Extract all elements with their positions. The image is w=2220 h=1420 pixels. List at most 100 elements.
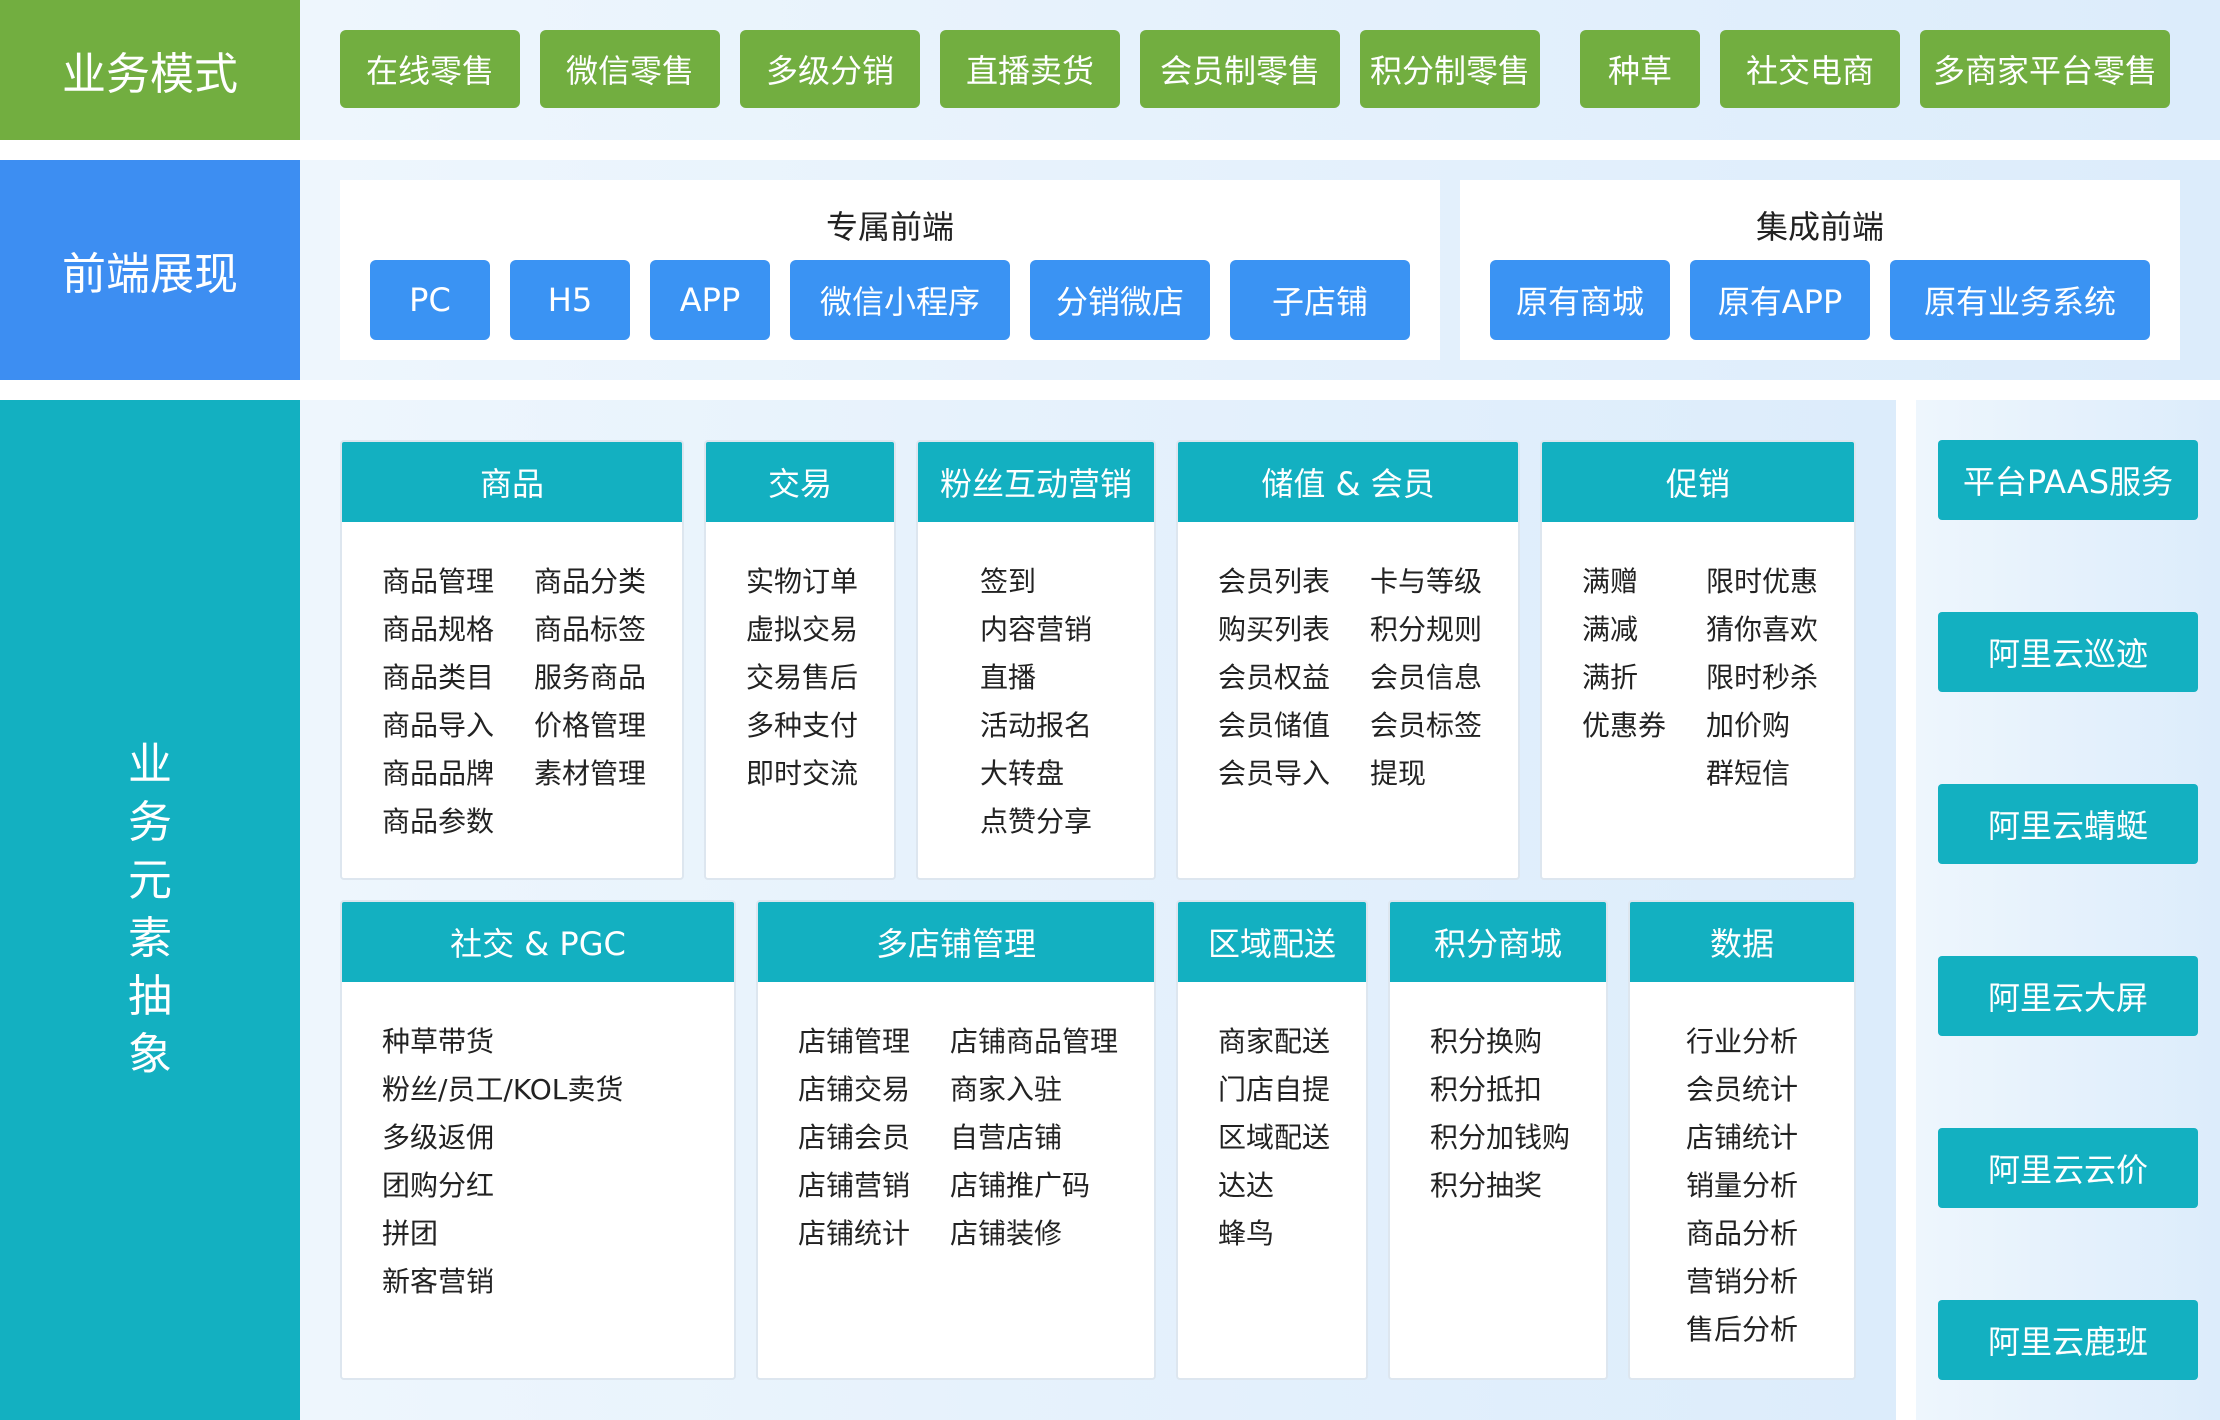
module-item-column: 签到内容营销直播活动报名大转盘点赞分享 — [980, 558, 1092, 846]
business-mode-button: 社交电商 — [1720, 30, 1900, 108]
module-card: 区域配送商家配送门店自提区域配送达达蜂鸟 — [1176, 900, 1368, 1380]
row-label-char: 元 — [128, 852, 172, 910]
module-item: 拼团 — [382, 1210, 623, 1258]
module-item-column: 店铺管理店铺交易店铺会员店铺营销店铺统计 — [798, 1018, 910, 1258]
module-item-column: 卡与等级积分规则会员信息会员标签提现 — [1370, 558, 1482, 798]
row-label-char: 务 — [128, 794, 172, 852]
business-mode-button: 在线零售 — [340, 30, 520, 108]
module-item: 价格管理 — [534, 702, 646, 750]
module-item: 会员导入 — [1218, 750, 1330, 798]
module-item: 团购分红 — [382, 1162, 623, 1210]
module-item: 即时交流 — [746, 750, 858, 798]
paas-service-button: 阿里云巡迹 — [1938, 612, 2198, 692]
row-label-frontend: 前端展现 — [0, 160, 300, 380]
paas-service-button: 阿里云云价 — [1938, 1128, 2198, 1208]
module-card-title: 数据 — [1630, 902, 1854, 982]
module-item: 商品品牌 — [382, 750, 494, 798]
module-item: 积分规则 — [1370, 606, 1482, 654]
module-card-title: 交易 — [706, 442, 894, 522]
module-item: 限时优惠 — [1706, 558, 1818, 606]
module-item: 商品导入 — [382, 702, 494, 750]
paas-band — [1916, 400, 2220, 1420]
integrated-frontend-button: 原有APP — [1690, 260, 1870, 340]
row-label-text: 业务模式 — [62, 38, 238, 102]
module-card-title: 社交 & PGC — [342, 902, 734, 982]
module-card: 商品商品管理商品规格商品类目商品导入商品品牌商品参数商品分类商品标签服务商品价格… — [340, 440, 684, 880]
paas-service-button: 阿里云鹿班 — [1938, 1300, 2198, 1380]
module-item: 服务商品 — [534, 654, 646, 702]
row-label-business-mode: 业务模式 — [0, 0, 300, 140]
module-item: 虚拟交易 — [746, 606, 858, 654]
module-item: 商品标签 — [534, 606, 646, 654]
module-item: 满赠 — [1582, 558, 1666, 606]
module-item: 大转盘 — [980, 750, 1092, 798]
module-card-title: 储值 & 会员 — [1178, 442, 1518, 522]
module-card: 多店铺管理店铺管理店铺交易店铺会员店铺营销店铺统计店铺商品管理商家入驻自营店铺店… — [756, 900, 1156, 1380]
exclusive-frontend-button: PC — [370, 260, 490, 340]
module-item: 商家配送 — [1218, 1018, 1330, 1066]
module-card: 交易实物订单虚拟交易交易售后多种支付即时交流 — [704, 440, 896, 880]
exclusive-frontend-button: APP — [650, 260, 770, 340]
module-item: 会员储值 — [1218, 702, 1330, 750]
module-item: 达达 — [1218, 1162, 1330, 1210]
module-item: 店铺会员 — [798, 1114, 910, 1162]
module-card-title: 积分商城 — [1390, 902, 1606, 982]
module-item: 素材管理 — [534, 750, 646, 798]
module-item: 门店自提 — [1218, 1066, 1330, 1114]
exclusive-frontend-button: H5 — [510, 260, 630, 340]
module-item: 会员标签 — [1370, 702, 1482, 750]
module-card: 促销满赠满减满折优惠券限时优惠猜你喜欢限时秒杀加价购群短信 — [1540, 440, 1856, 880]
module-item: 粉丝/员工/KOL卖货 — [382, 1066, 623, 1114]
module-item: 点赞分享 — [980, 798, 1092, 846]
module-item: 店铺统计 — [1686, 1114, 1798, 1162]
module-item: 积分换购 — [1430, 1018, 1570, 1066]
module-item: 限时秒杀 — [1706, 654, 1818, 702]
module-item: 售后分析 — [1686, 1306, 1798, 1354]
module-item: 销量分析 — [1686, 1162, 1798, 1210]
exclusive-frontend-title: 专属前端 — [340, 202, 1440, 248]
module-card-title: 促销 — [1542, 442, 1854, 522]
module-item: 商品分类 — [534, 558, 646, 606]
module-item: 加价购 — [1706, 702, 1818, 750]
module-item: 满减 — [1582, 606, 1666, 654]
module-card: 积分商城积分换购积分抵扣积分加钱购积分抽奖 — [1388, 900, 1608, 1380]
row-label-business-elements: 业 务 元 素 抽 象 — [0, 400, 300, 1420]
module-item-column: 行业分析会员统计店铺统计销量分析商品分析营销分析售后分析 — [1686, 1018, 1798, 1354]
module-item: 店铺管理 — [798, 1018, 910, 1066]
module-item: 积分加钱购 — [1430, 1114, 1570, 1162]
module-item: 自营店铺 — [950, 1114, 1118, 1162]
module-item-column: 商家配送门店自提区域配送达达蜂鸟 — [1218, 1018, 1330, 1258]
integrated-frontend-title: 集成前端 — [1460, 202, 2180, 248]
module-item: 会员统计 — [1686, 1066, 1798, 1114]
paas-service-button: 阿里云蜻蜓 — [1938, 784, 2198, 864]
module-item: 商品参数 — [382, 798, 494, 846]
module-item: 店铺统计 — [798, 1210, 910, 1258]
module-item: 群短信 — [1706, 750, 1818, 798]
module-item: 会员权益 — [1218, 654, 1330, 702]
module-card: 粉丝互动营销签到内容营销直播活动报名大转盘点赞分享 — [916, 440, 1156, 880]
module-item: 提现 — [1370, 750, 1482, 798]
module-item: 会员信息 — [1370, 654, 1482, 702]
module-item: 会员列表 — [1218, 558, 1330, 606]
business-mode-button: 积分制零售 — [1360, 30, 1540, 108]
business-mode-button: 多商家平台零售 — [1920, 30, 2170, 108]
exclusive-frontend-button: 微信小程序 — [790, 260, 1010, 340]
module-item: 积分抽奖 — [1430, 1162, 1570, 1210]
module-item-column: 限时优惠猜你喜欢限时秒杀加价购群短信 — [1706, 558, 1818, 798]
module-item: 交易售后 — [746, 654, 858, 702]
module-item: 商品规格 — [382, 606, 494, 654]
module-item: 种草带货 — [382, 1018, 623, 1066]
module-item: 直播 — [980, 654, 1092, 702]
module-item-column: 会员列表购买列表会员权益会员储值会员导入 — [1218, 558, 1330, 798]
module-item: 商品分析 — [1686, 1210, 1798, 1258]
module-item: 内容营销 — [980, 606, 1092, 654]
module-item-column: 商品分类商品标签服务商品价格管理素材管理 — [534, 558, 646, 798]
module-item: 商品类目 — [382, 654, 494, 702]
module-item-column: 商品管理商品规格商品类目商品导入商品品牌商品参数 — [382, 558, 494, 846]
module-item: 多种支付 — [746, 702, 858, 750]
exclusive-frontend-button: 子店铺 — [1230, 260, 1410, 340]
module-item: 区域配送 — [1218, 1114, 1330, 1162]
module-item: 新客营销 — [382, 1258, 623, 1306]
module-card-title: 商品 — [342, 442, 682, 522]
integrated-frontend-button: 原有业务系统 — [1890, 260, 2150, 340]
